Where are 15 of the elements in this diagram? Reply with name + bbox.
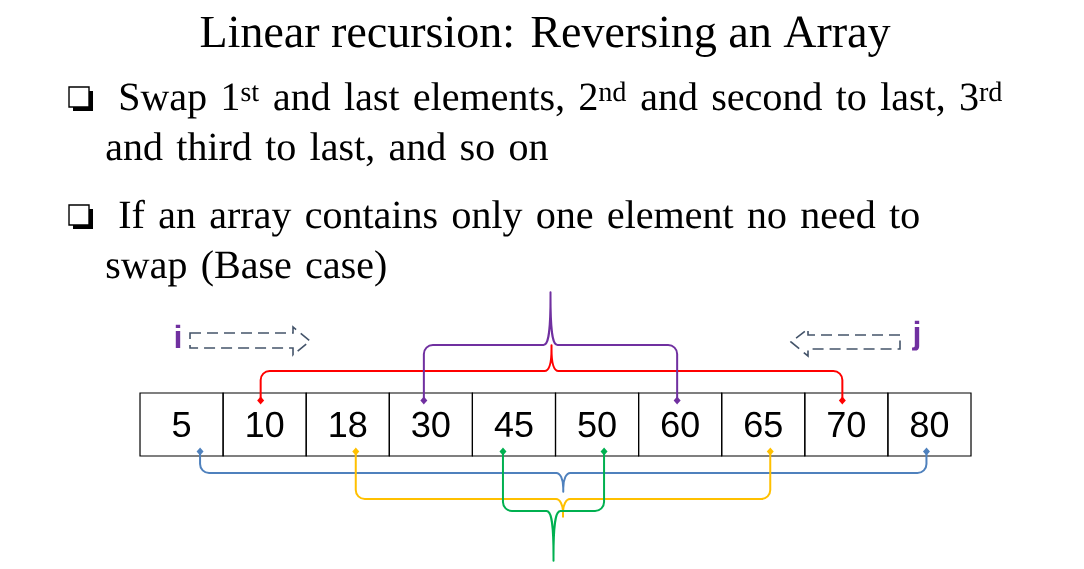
array-cell: 60 — [638, 392, 723, 457]
array-cell: 45 — [471, 392, 557, 457]
pointer-label: j — [912, 320, 920, 351]
array-cell: 70 — [804, 392, 889, 457]
title: Linear recursion: Reversing an Array — [200, 16, 891, 57]
bullet-text: If an array contains only one element no need to swap (Base case) — [106, 199, 919, 287]
array-cell: 50 — [554, 392, 640, 457]
pointer-label: i — [175, 324, 181, 348]
array-cell: 65 — [721, 392, 806, 457]
array-cell: 5 — [139, 392, 224, 457]
array-cell: 10 — [222, 392, 307, 457]
array-cell: 80 — [887, 392, 972, 457]
array-cell: 18 — [305, 392, 390, 457]
array-cell: 30 — [388, 392, 473, 457]
bullet-text: Swap 1$^{st}$ and last elements, 2$^{nd}$ and second to last, 3$^{rd}$ and third to last, and so on — [106, 81, 1002, 167]
